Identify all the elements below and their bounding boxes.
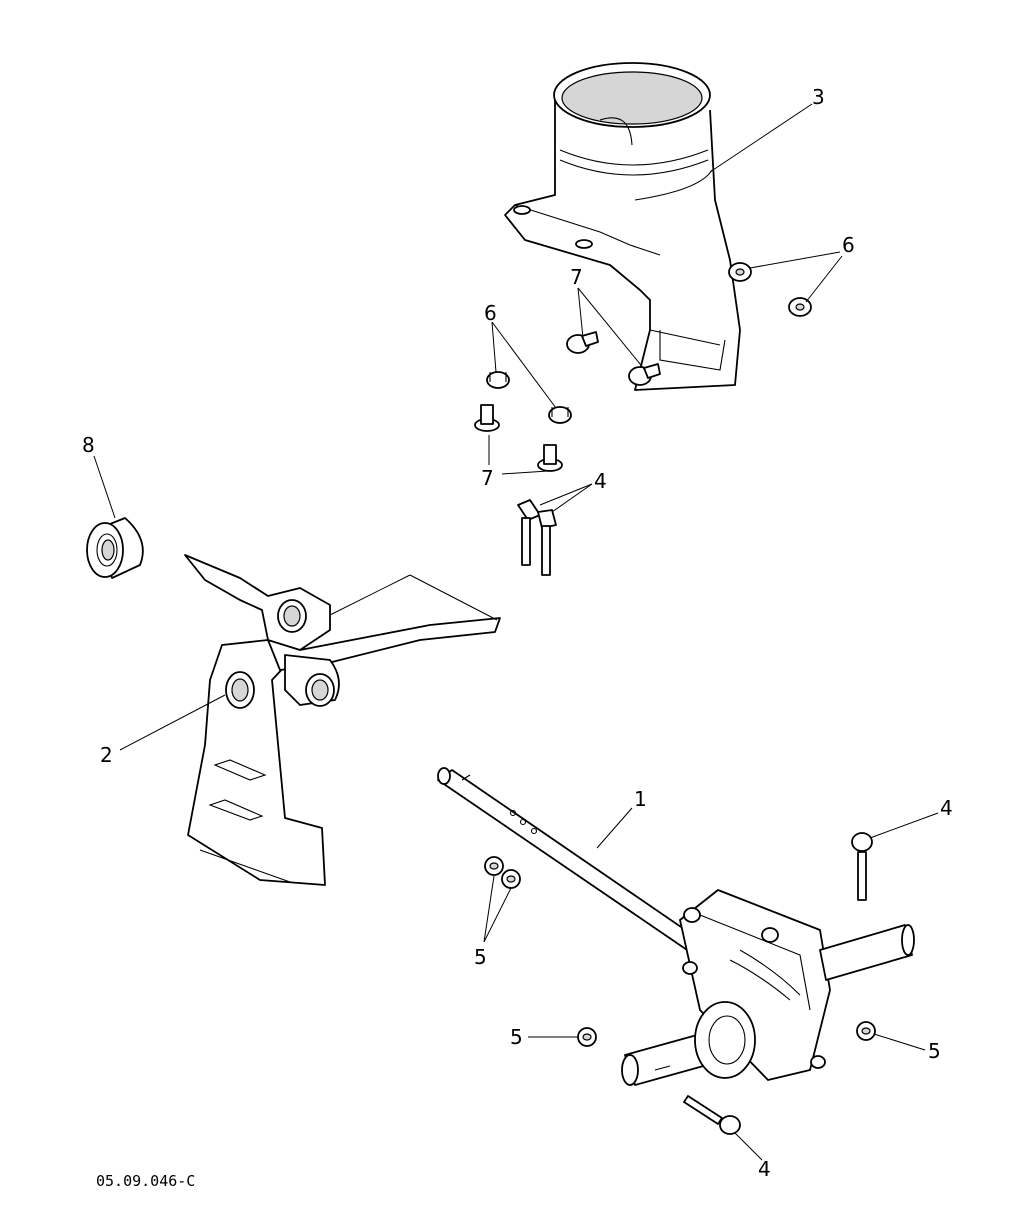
hex-bolt bbox=[537, 509, 557, 576]
carriage-bolt bbox=[628, 363, 661, 386]
callout-bolt-bottom: 4 bbox=[758, 1157, 771, 1181]
callout-bolt-right: 4 bbox=[940, 796, 953, 820]
leader-lines bbox=[93, 103, 939, 1161]
lock-nut bbox=[577, 1027, 597, 1047]
hex-bolt bbox=[517, 499, 541, 566]
callout-carriage-right: 7 bbox=[570, 265, 583, 289]
callout-nut-right-low: 5 bbox=[928, 1039, 941, 1063]
callout-impeller: 2 bbox=[100, 743, 113, 767]
callout-nuts-left: 5 bbox=[474, 945, 487, 969]
callout-labels: 3 6 7 6 7 4 8 2 1 4 5 5 5 4 bbox=[82, 85, 953, 1181]
carriage-bolt bbox=[566, 331, 599, 354]
shaft-gearbox bbox=[437, 767, 915, 1086]
callout-bearing: 8 bbox=[82, 433, 95, 457]
hex-bolt bbox=[683, 1095, 741, 1135]
flange-nut bbox=[548, 406, 572, 424]
impeller bbox=[184, 554, 501, 886]
callout-chute: 3 bbox=[812, 85, 825, 109]
bearing bbox=[86, 517, 144, 579]
drawing-code: 05.09.046-C bbox=[96, 1172, 195, 1190]
carriage-bolt bbox=[537, 444, 563, 472]
callout-carriage-left: 7 bbox=[481, 466, 494, 490]
callout-nut-right-top: 6 bbox=[842, 233, 855, 257]
callout-nut-left-low: 5 bbox=[510, 1025, 523, 1049]
flange-nut bbox=[788, 297, 812, 317]
discharge-chute bbox=[504, 62, 741, 391]
fasteners bbox=[474, 262, 876, 1135]
carriage-bolt bbox=[474, 404, 500, 432]
flange-nut bbox=[728, 262, 752, 282]
flange-nut bbox=[486, 371, 510, 389]
hex-bolt bbox=[851, 832, 873, 901]
lock-nut bbox=[856, 1021, 876, 1041]
lock-nut bbox=[484, 856, 504, 876]
lock-nut bbox=[501, 869, 521, 889]
callout-shaft: 1 bbox=[634, 787, 647, 811]
callout-bolt-top: 4 bbox=[594, 469, 607, 493]
callout-nut-left-top: 6 bbox=[484, 301, 497, 325]
